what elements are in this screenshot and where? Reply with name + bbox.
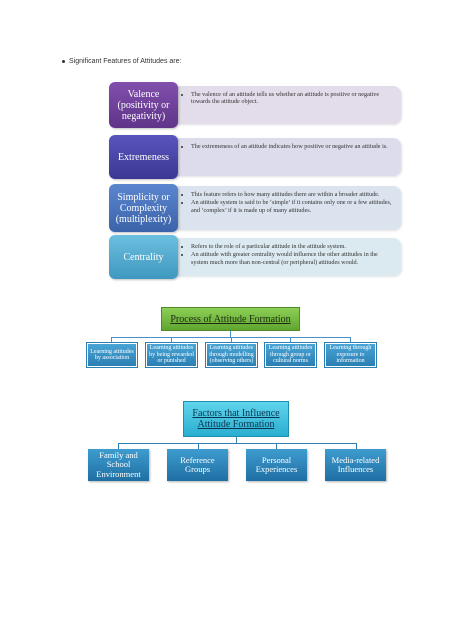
feature-description-extremeness: The extremeness of an attitude indicates… — [172, 138, 401, 176]
connector-line — [118, 443, 119, 449]
feature-label-complexity: Simplicity or Complexity (multiplexity) — [109, 184, 178, 232]
feature-points-list: The valence of an attitude tells us whet… — [184, 91, 393, 106]
feature-point: Refers to the role of a particular attit… — [191, 243, 393, 250]
feature-description-valence: The valence of an attitude tells us whet… — [172, 86, 401, 124]
factor-personal-experiences: Personal Experiences — [246, 449, 307, 481]
feature-label-extremeness: Extremeness — [109, 135, 178, 179]
factors-title: Factors that Influence Attitude Formatio… — [183, 401, 289, 437]
connector-line — [171, 337, 172, 343]
feature-point: The extremeness of an attitude indicates… — [191, 143, 393, 150]
feature-points-list: The extremeness of an attitude indicates… — [184, 143, 393, 150]
connector-line — [236, 437, 237, 443]
connector-line — [276, 443, 277, 449]
process-step-exposure: Learning through exposure to information — [324, 342, 377, 368]
connector-line — [350, 337, 351, 343]
connector-line — [118, 443, 356, 444]
connector-line — [230, 331, 231, 337]
factor-reference-groups: Reference Groups — [167, 449, 228, 481]
intro-bullet: Significant Features of Attitudes are: — [62, 58, 181, 65]
feature-description-complexity: This feature refers to how many attitude… — [172, 186, 401, 230]
process-step-norms: Learning attitudes through group or cult… — [264, 342, 317, 368]
factor-media-influences: Media-related Influences — [325, 449, 386, 481]
feature-points-list: This feature refers to how many attitude… — [184, 191, 393, 214]
process-step-reward: Learning attitudes by being rewarded or … — [145, 342, 198, 368]
intro-text: Significant Features of Attitudes are: — [69, 58, 182, 65]
factor-family-school: Family and School Environment — [88, 449, 149, 481]
connector-line — [356, 443, 357, 449]
feature-label-centrality: Centrality — [109, 235, 178, 279]
process-step-association: Learning attitudes by association — [86, 342, 138, 368]
feature-point: An attitude with greater centrality woul… — [191, 251, 393, 266]
feature-point: An attitude system is said to be ‘simple… — [191, 199, 393, 214]
feature-description-centrality: Refers to the role of a particular attit… — [172, 238, 401, 276]
connector-line — [111, 337, 112, 343]
feature-label-valence: Valence (positivity or negativity) — [109, 82, 178, 128]
feature-point: The valence of an attitude tells us whet… — [191, 91, 393, 106]
feature-points-list: Refers to the role of a particular attit… — [184, 243, 393, 266]
connector-line — [198, 443, 199, 449]
connector-line — [290, 337, 291, 343]
process-step-modelling: Learning attitudes through modelling (ob… — [205, 342, 258, 368]
connector-line — [231, 337, 232, 343]
process-title: Process of Attitude Formation — [161, 307, 300, 331]
feature-point: This feature refers to how many attitude… — [191, 191, 393, 198]
bullet-dot-icon — [62, 59, 65, 63]
